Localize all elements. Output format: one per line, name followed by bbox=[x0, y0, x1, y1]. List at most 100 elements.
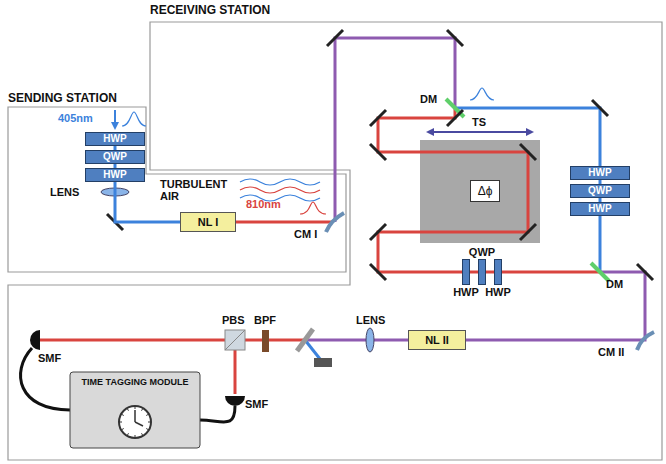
wavelength-label: 405nm bbox=[58, 112, 93, 124]
pulse bbox=[300, 202, 326, 214]
component-label: QWP bbox=[588, 185, 612, 197]
component-label: QWP bbox=[103, 151, 127, 163]
turbulence bbox=[240, 187, 320, 193]
beam-connector bbox=[486, 271, 494, 274]
mirror bbox=[592, 100, 608, 116]
component-label: NL II bbox=[425, 334, 449, 347]
mirror bbox=[370, 144, 386, 160]
mirror bbox=[637, 264, 653, 280]
stage-arrow bbox=[428, 131, 532, 133]
clock-tick bbox=[135, 407, 136, 409]
component-label: SMF bbox=[245, 398, 268, 410]
mirror bbox=[520, 144, 536, 160]
beam-blue bbox=[305, 340, 320, 359]
station-region: RECEIVING STATIONHWPQWPHWPΔϕHWPQWPHWPNL … bbox=[8, 22, 662, 460]
beam-purple bbox=[466, 272, 645, 340]
component-label: HWP bbox=[103, 133, 126, 145]
clock-tick bbox=[148, 422, 150, 423]
translation-stage bbox=[420, 140, 540, 243]
beam-purple bbox=[335, 38, 455, 222]
component-label: DM bbox=[420, 93, 437, 105]
fiber-coupler bbox=[30, 330, 40, 350]
component-label: HWP bbox=[103, 169, 126, 181]
phase-shifter: Δϕ bbox=[470, 180, 500, 202]
waveplate: HWP bbox=[462, 259, 470, 285]
beam-dump bbox=[314, 358, 332, 367]
curved-mirror bbox=[326, 213, 344, 232]
component-label: CM I bbox=[294, 228, 317, 240]
waveplate: HWP bbox=[570, 166, 630, 180]
clock-tick bbox=[122, 429, 124, 430]
component-label: Δϕ bbox=[478, 184, 493, 198]
waveplate: HWP bbox=[85, 132, 145, 146]
clock-tick bbox=[135, 435, 136, 437]
clock-tick bbox=[128, 433, 129, 435]
clock-tick bbox=[146, 415, 148, 416]
pulse bbox=[122, 112, 146, 126]
station-label: SENDING STATION bbox=[8, 91, 117, 105]
fiber-cable bbox=[200, 406, 235, 422]
dichroic-plate bbox=[297, 329, 313, 351]
pulse bbox=[470, 88, 494, 100]
clock bbox=[119, 406, 151, 438]
station-label: RECEIVING STATION bbox=[150, 3, 270, 17]
fiber-coupler bbox=[225, 396, 245, 406]
beam-red bbox=[236, 221, 333, 224]
component-label: BPF bbox=[254, 314, 276, 326]
component-label: HWP bbox=[588, 167, 611, 179]
component-label: TS bbox=[472, 116, 486, 128]
clock-tick bbox=[142, 433, 143, 435]
time-tagging-module: TIME TAGGING MODULE bbox=[70, 372, 200, 448]
component-label: HWP bbox=[485, 286, 511, 298]
waveplate: QWP bbox=[85, 150, 145, 164]
beam-connector bbox=[470, 271, 478, 274]
band-pass-filter bbox=[262, 330, 269, 352]
nonlinear-crystal: NL II bbox=[408, 330, 466, 350]
clock-hand bbox=[135, 422, 143, 426]
mirror bbox=[327, 30, 343, 46]
receiving-outline bbox=[8, 22, 662, 460]
component-label: DM bbox=[606, 278, 623, 290]
clock-tick bbox=[128, 409, 129, 411]
component-label: HWP bbox=[453, 286, 479, 298]
module-housing bbox=[70, 372, 200, 448]
clock-hand bbox=[134, 410, 136, 422]
beam-red bbox=[502, 271, 600, 274]
beam-purple bbox=[305, 339, 408, 342]
mirror bbox=[370, 110, 386, 126]
mirror bbox=[447, 110, 463, 126]
component-label: NL I bbox=[198, 216, 219, 229]
wavelength-label: 810nm bbox=[246, 198, 281, 210]
beam-blue bbox=[599, 216, 602, 272]
clock-tick bbox=[120, 422, 122, 423]
component-label: TIME TAGGING MODULE bbox=[82, 377, 189, 448]
component-label: CM II bbox=[598, 346, 624, 358]
waveplate: HWP bbox=[85, 168, 145, 182]
beam-red bbox=[378, 108, 528, 272]
curved-mirror bbox=[637, 332, 654, 350]
clock-tick bbox=[142, 409, 143, 411]
beam-splitter-cube bbox=[225, 330, 245, 350]
mirror bbox=[370, 264, 386, 280]
clock-tick bbox=[146, 429, 148, 430]
component-label: PBS bbox=[222, 314, 245, 326]
nonlinear-crystal: NL I bbox=[180, 212, 236, 232]
component-label: HWP bbox=[588, 203, 611, 215]
component-label: SMF bbox=[38, 352, 61, 364]
waveplate: QWP bbox=[478, 259, 486, 285]
mirror bbox=[370, 224, 386, 240]
clock-tick bbox=[122, 415, 124, 416]
waveplate: QWP bbox=[570, 184, 630, 198]
pump-arrow bbox=[114, 110, 116, 128]
clock-ticks bbox=[120, 407, 150, 437]
fiber-cable bbox=[21, 348, 70, 410]
mirror bbox=[447, 30, 463, 46]
waveplate: HWP bbox=[494, 259, 502, 285]
beam-splitter-cube bbox=[225, 330, 245, 350]
lens bbox=[366, 328, 374, 352]
component-label: LENS bbox=[50, 186, 79, 198]
waveplate: HWP bbox=[570, 202, 630, 216]
